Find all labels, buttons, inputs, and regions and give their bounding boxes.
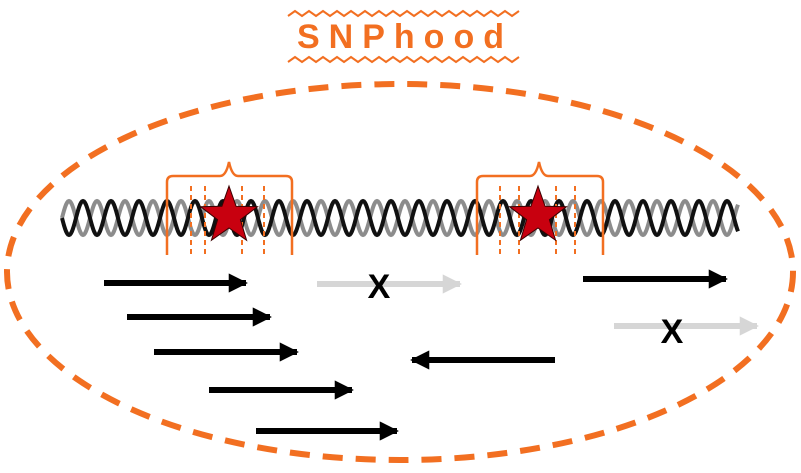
snp-window-lines — [190, 186, 265, 255]
title: SNPhood — [297, 18, 513, 56]
snp-region-2 — [475, 161, 605, 255]
excluded-mark: X — [661, 313, 684, 351]
neighborhood-ellipse — [4, 81, 796, 463]
dna-helix — [60, 198, 740, 238]
excluded-mark: X — [368, 268, 391, 306]
title-zigzag-bottom — [287, 55, 520, 64]
title-group: SNPhood — [287, 9, 520, 64]
star-icon — [508, 184, 568, 242]
title-zigzag-top — [287, 9, 520, 18]
region-bracket — [475, 161, 605, 255]
region-bracket — [165, 161, 294, 255]
reads — [104, 269, 759, 441]
snp-window-lines — [499, 186, 576, 255]
snp-region-1 — [165, 161, 294, 255]
helix-strand-front — [60, 198, 740, 238]
star-icon — [199, 184, 259, 242]
